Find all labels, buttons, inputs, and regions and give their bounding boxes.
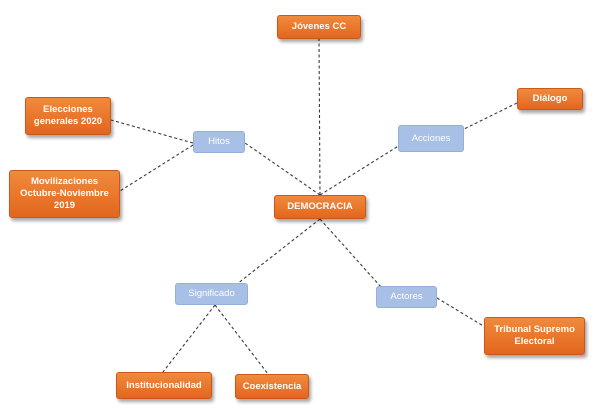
edge-democracia-acciones <box>319 144 401 196</box>
node-label: Institucionalidad <box>126 379 202 391</box>
node-label: Jóvenes CC <box>291 21 347 32</box>
node-label: Tribunal Supremo Electoral <box>494 324 575 347</box>
node-label: Diálogo <box>532 93 568 104</box>
edge-democracia-actores <box>319 218 382 288</box>
node-institucionalidad: Institucionalidad <box>116 372 212 399</box>
edge-hitos-movilizaciones <box>119 144 194 192</box>
edge-hitos-elecciones <box>110 119 194 144</box>
node-tribunal-supremo-electoral: Tribunal Supremo Electoral <box>484 317 585 355</box>
node-label: Coexistencia <box>242 380 302 392</box>
node-hitos: Hitos <box>193 131 245 153</box>
edge-democracia-hitos <box>244 142 321 196</box>
node-label: Hitos <box>208 136 230 147</box>
edge-significado-institucionalidad <box>162 304 216 373</box>
node-movilizaciones: Movilizaciones Octubre-Noviembre 2019 <box>9 170 120 218</box>
edge-actores-tribunal <box>436 297 491 331</box>
node-jovenes-cc: Jóvenes CC <box>277 15 361 39</box>
edge-acciones-dialogo <box>459 101 520 132</box>
node-coexistencia: Coexistencia <box>235 374 309 399</box>
edge-significado-coexistencia <box>214 304 269 375</box>
node-dialogo: Diálogo <box>517 88 583 110</box>
node-label: Movilizaciones Octubre-Noviembre 2019 <box>20 176 109 211</box>
node-democracia-center: DEMOCRACIA <box>274 195 366 219</box>
node-label: Actores <box>390 291 423 302</box>
node-elecciones-generales: Elecciones generales 2020 <box>25 97 111 135</box>
node-acciones: Acciones <box>398 125 464 152</box>
node-actores: Actores <box>376 286 437 308</box>
edge-democracia-jovenes <box>318 38 321 196</box>
node-label: Elecciones generales 2020 <box>33 104 103 127</box>
node-label: Acciones <box>411 132 451 144</box>
node-label: DEMOCRACIA <box>287 201 353 212</box>
node-label: Significado <box>188 288 235 299</box>
edge-democracia-significado <box>236 218 321 285</box>
node-significado: Significado <box>175 283 248 305</box>
